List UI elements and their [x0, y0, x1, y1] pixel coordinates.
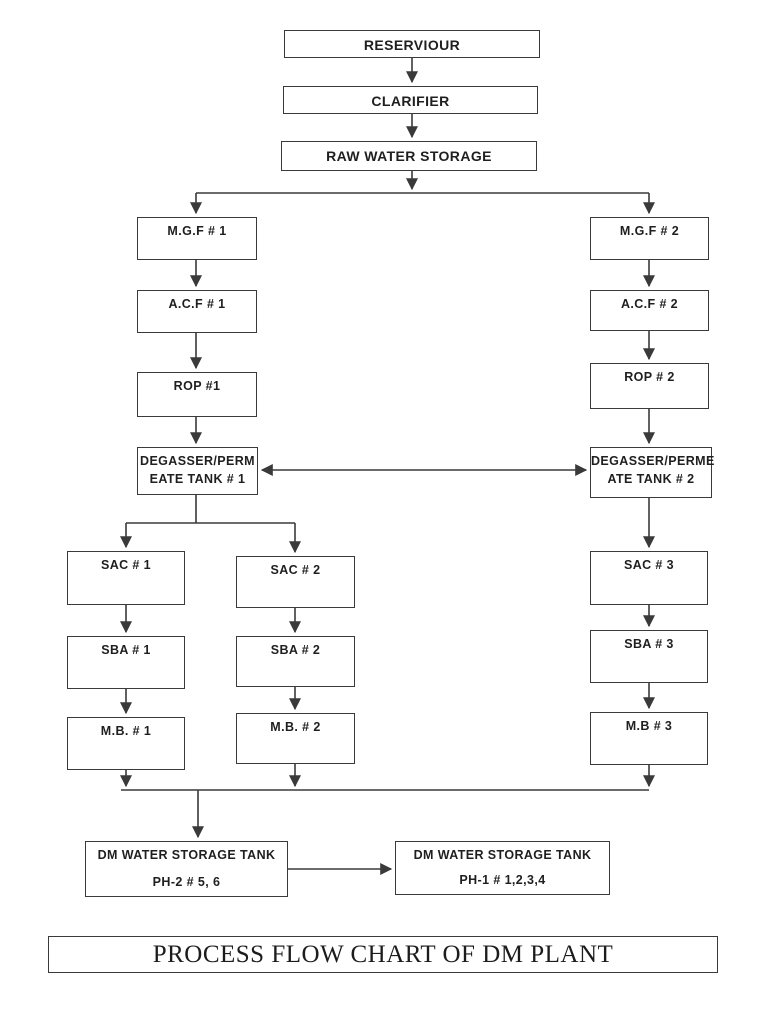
node-mb-1-label: M.B. # 1 [100, 724, 152, 738]
node-acf-1-label: A.C.F # 1 [168, 297, 226, 311]
node-mgf-1-label: M.G.F # 1 [167, 224, 227, 238]
node-degasser-permeate-tank-1: DEGASSER/PERM EATE TANK # 1 [137, 447, 258, 495]
node-reservoir-label: RESERVIOUR [363, 37, 461, 53]
node-acf-2: A.C.F # 2 [590, 290, 709, 331]
node-clarifier-label: CLARIFIER [371, 93, 450, 109]
node-sba-1-label: SBA # 1 [101, 643, 151, 657]
node-dm-water-storage-tank-ph1: DM WATER STORAGE TANK PH-1 # 1,2,3,4 [395, 841, 610, 895]
node-degasser-2-line1: DEGASSER/PERME [591, 454, 715, 468]
node-dm-water-storage-tank-ph2: DM WATER STORAGE TANK PH-2 # 5, 6 [85, 841, 288, 897]
chart-caption: PROCESS FLOW CHART OF DM PLANT [48, 936, 718, 973]
node-dm-tank-ph1-line2: PH-1 # 1,2,3,4 [459, 873, 546, 887]
node-sac-3-label: SAC # 3 [623, 558, 675, 572]
node-sac-3: SAC # 3 [590, 551, 708, 605]
node-rop-1-label: ROP #1 [173, 379, 221, 393]
node-mb-2-label: M.B. # 2 [270, 720, 321, 734]
node-sba-2: SBA # 2 [236, 636, 355, 687]
node-degasser-2-line2: ATE TANK # 2 [607, 472, 695, 486]
node-mb-1: M.B. # 1 [67, 717, 185, 770]
node-clarifier: CLARIFIER [283, 86, 538, 114]
node-degasser-1-line2: EATE TANK # 1 [149, 472, 246, 486]
node-sba-2-label: SBA # 2 [270, 643, 321, 657]
node-rop-1: ROP #1 [137, 372, 257, 417]
node-degasser-permeate-tank-2: DEGASSER/PERME ATE TANK # 2 [590, 447, 715, 498]
node-sba-3-label: SBA # 3 [624, 637, 674, 651]
node-mgf-2: M.G.F # 2 [590, 217, 709, 260]
node-rop-2: ROP # 2 [590, 363, 709, 409]
node-sba-1: SBA # 1 [67, 636, 185, 689]
node-dm-tank-ph1-line1: DM WATER STORAGE TANK [413, 848, 592, 862]
node-mgf-1: M.G.F # 1 [137, 217, 257, 260]
node-sac-2: SAC # 2 [236, 556, 355, 608]
node-dm-tank-ph2-line1: DM WATER STORAGE TANK [97, 848, 276, 862]
node-raw-water-storage: RAW WATER STORAGE [281, 141, 537, 171]
node-mb-2: M.B. # 2 [236, 713, 355, 764]
node-degasser-1-line1: DEGASSER/PERM [140, 454, 255, 468]
node-sac-1: SAC # 1 [67, 551, 185, 605]
node-dm-tank-ph2-line2: PH-2 # 5, 6 [152, 875, 221, 889]
node-sba-3: SBA # 3 [590, 630, 708, 683]
node-rop-2-label: ROP # 2 [624, 370, 675, 384]
node-mb-3: M.B # 3 [590, 712, 708, 765]
node-sac-1-label: SAC # 1 [100, 558, 152, 572]
node-acf-1: A.C.F # 1 [137, 290, 257, 333]
node-acf-2-label: A.C.F # 2 [620, 297, 679, 311]
node-mgf-2-label: M.G.F # 2 [619, 224, 680, 238]
node-mb-3-label: M.B # 3 [625, 719, 673, 733]
node-sac-2-label: SAC # 2 [270, 563, 321, 577]
node-reservoir: RESERVIOUR [284, 30, 540, 58]
node-raw-water-storage-label: RAW WATER STORAGE [326, 148, 492, 164]
chart-caption-text: PROCESS FLOW CHART OF DM PLANT [152, 940, 614, 968]
